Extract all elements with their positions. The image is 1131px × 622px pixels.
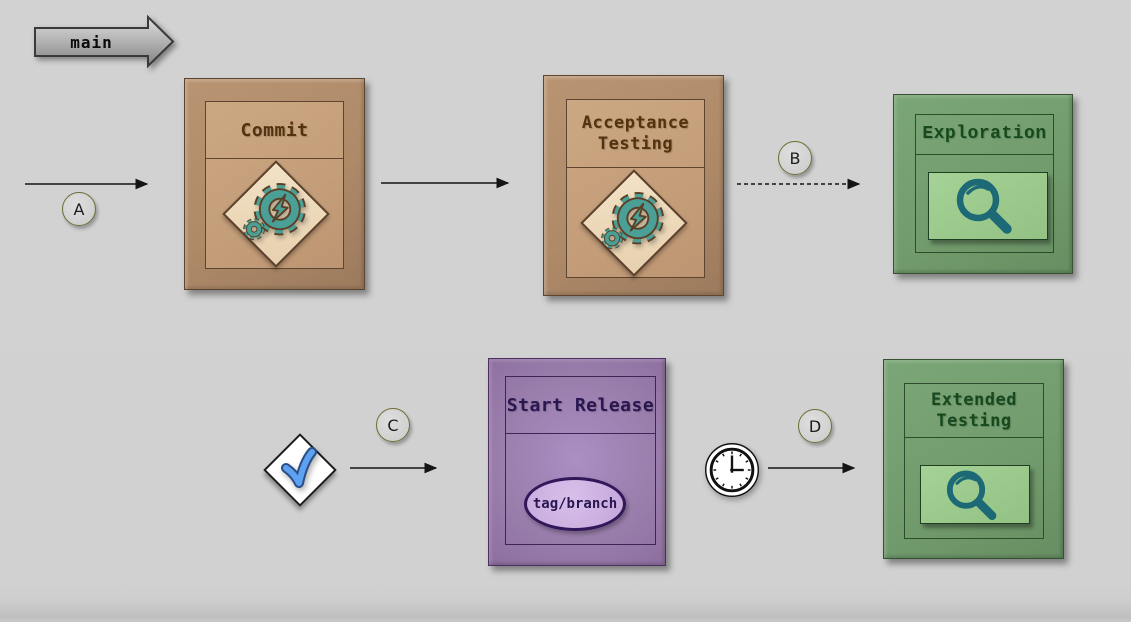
node-acceptance-title: Acceptance Testing [567,100,704,168]
branch-label: main [70,32,113,52]
node-exploration-title: Exploration [916,115,1053,155]
edge-label-b[interactable]: B [778,141,812,175]
node-commit[interactable]: Commit [184,78,365,290]
tag-branch-label: tag/branch [532,496,618,512]
tag-branch-ellipse: tag/branch [524,477,626,531]
edge-label-a[interactable]: A [62,192,96,226]
branch-arrow-shape [34,14,175,69]
extended-screen [920,465,1030,524]
clock-icon[interactable] [703,441,761,499]
node-start-release-title: Start Release [506,377,655,434]
node-extended-frame: Extended Testing [904,383,1044,539]
node-exploration-frame: Exploration [915,114,1054,253]
node-start-release-frame: Start Release [505,376,656,545]
checkmark-icon [281,447,317,488]
edge-label-c[interactable]: C [376,408,410,442]
gear-lightning-icon [243,183,306,241]
magnifier-icon [946,469,997,520]
node-start-release[interactable]: Start Release tag/branch [488,358,666,566]
branch-arrow[interactable]: main [30,12,182,72]
node-extended-testing[interactable]: Extended Testing [883,359,1064,559]
node-commit-title: Commit [206,102,343,159]
exploration-screen [928,172,1048,240]
node-exploration[interactable]: Exploration [893,94,1073,274]
node-acceptance-testing[interactable]: Acceptance Testing [543,75,724,296]
gear-lightning-icon [601,192,664,250]
magnifier-icon [956,178,1012,234]
edge-label-d[interactable]: D [798,409,832,443]
node-extended-title: Extended Testing [905,384,1043,438]
